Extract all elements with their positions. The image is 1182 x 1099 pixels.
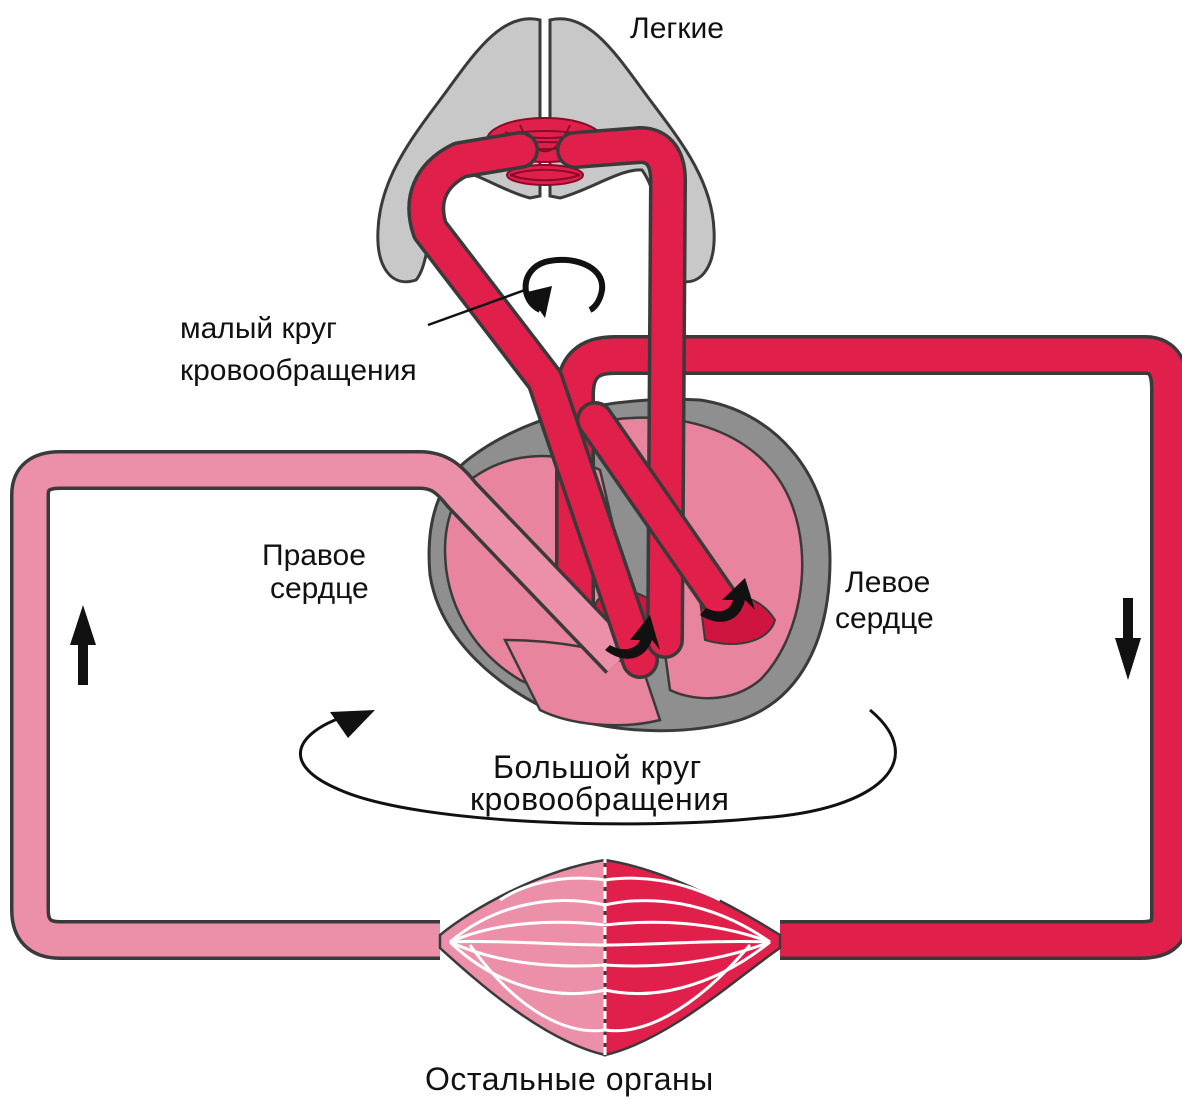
systemic-arrow-head	[330, 710, 375, 738]
other-organs-label: Остальные органы	[425, 1061, 714, 1097]
left-heart-label-line1: Левое	[845, 566, 930, 599]
pulmonary-circuit-label-line2: кровообращения	[180, 354, 417, 387]
pulmonary-circuit-label-line1: малый круг	[180, 312, 337, 345]
systemic-circuit-label-line1: Большой круг	[493, 749, 702, 785]
right-heart-label-line2: сердце	[270, 572, 369, 605]
left-heart-label-line2: сердце	[835, 602, 934, 635]
systemic-circuit-label-line2: кровообращения	[470, 781, 729, 817]
arrow-up-icon	[70, 605, 96, 685]
organ-capillary-bed	[440, 855, 780, 1060]
lungs-label: Легкие	[630, 12, 724, 45]
arrow-down-icon	[1115, 598, 1141, 680]
right-heart-label-line1: Правое	[262, 539, 366, 572]
